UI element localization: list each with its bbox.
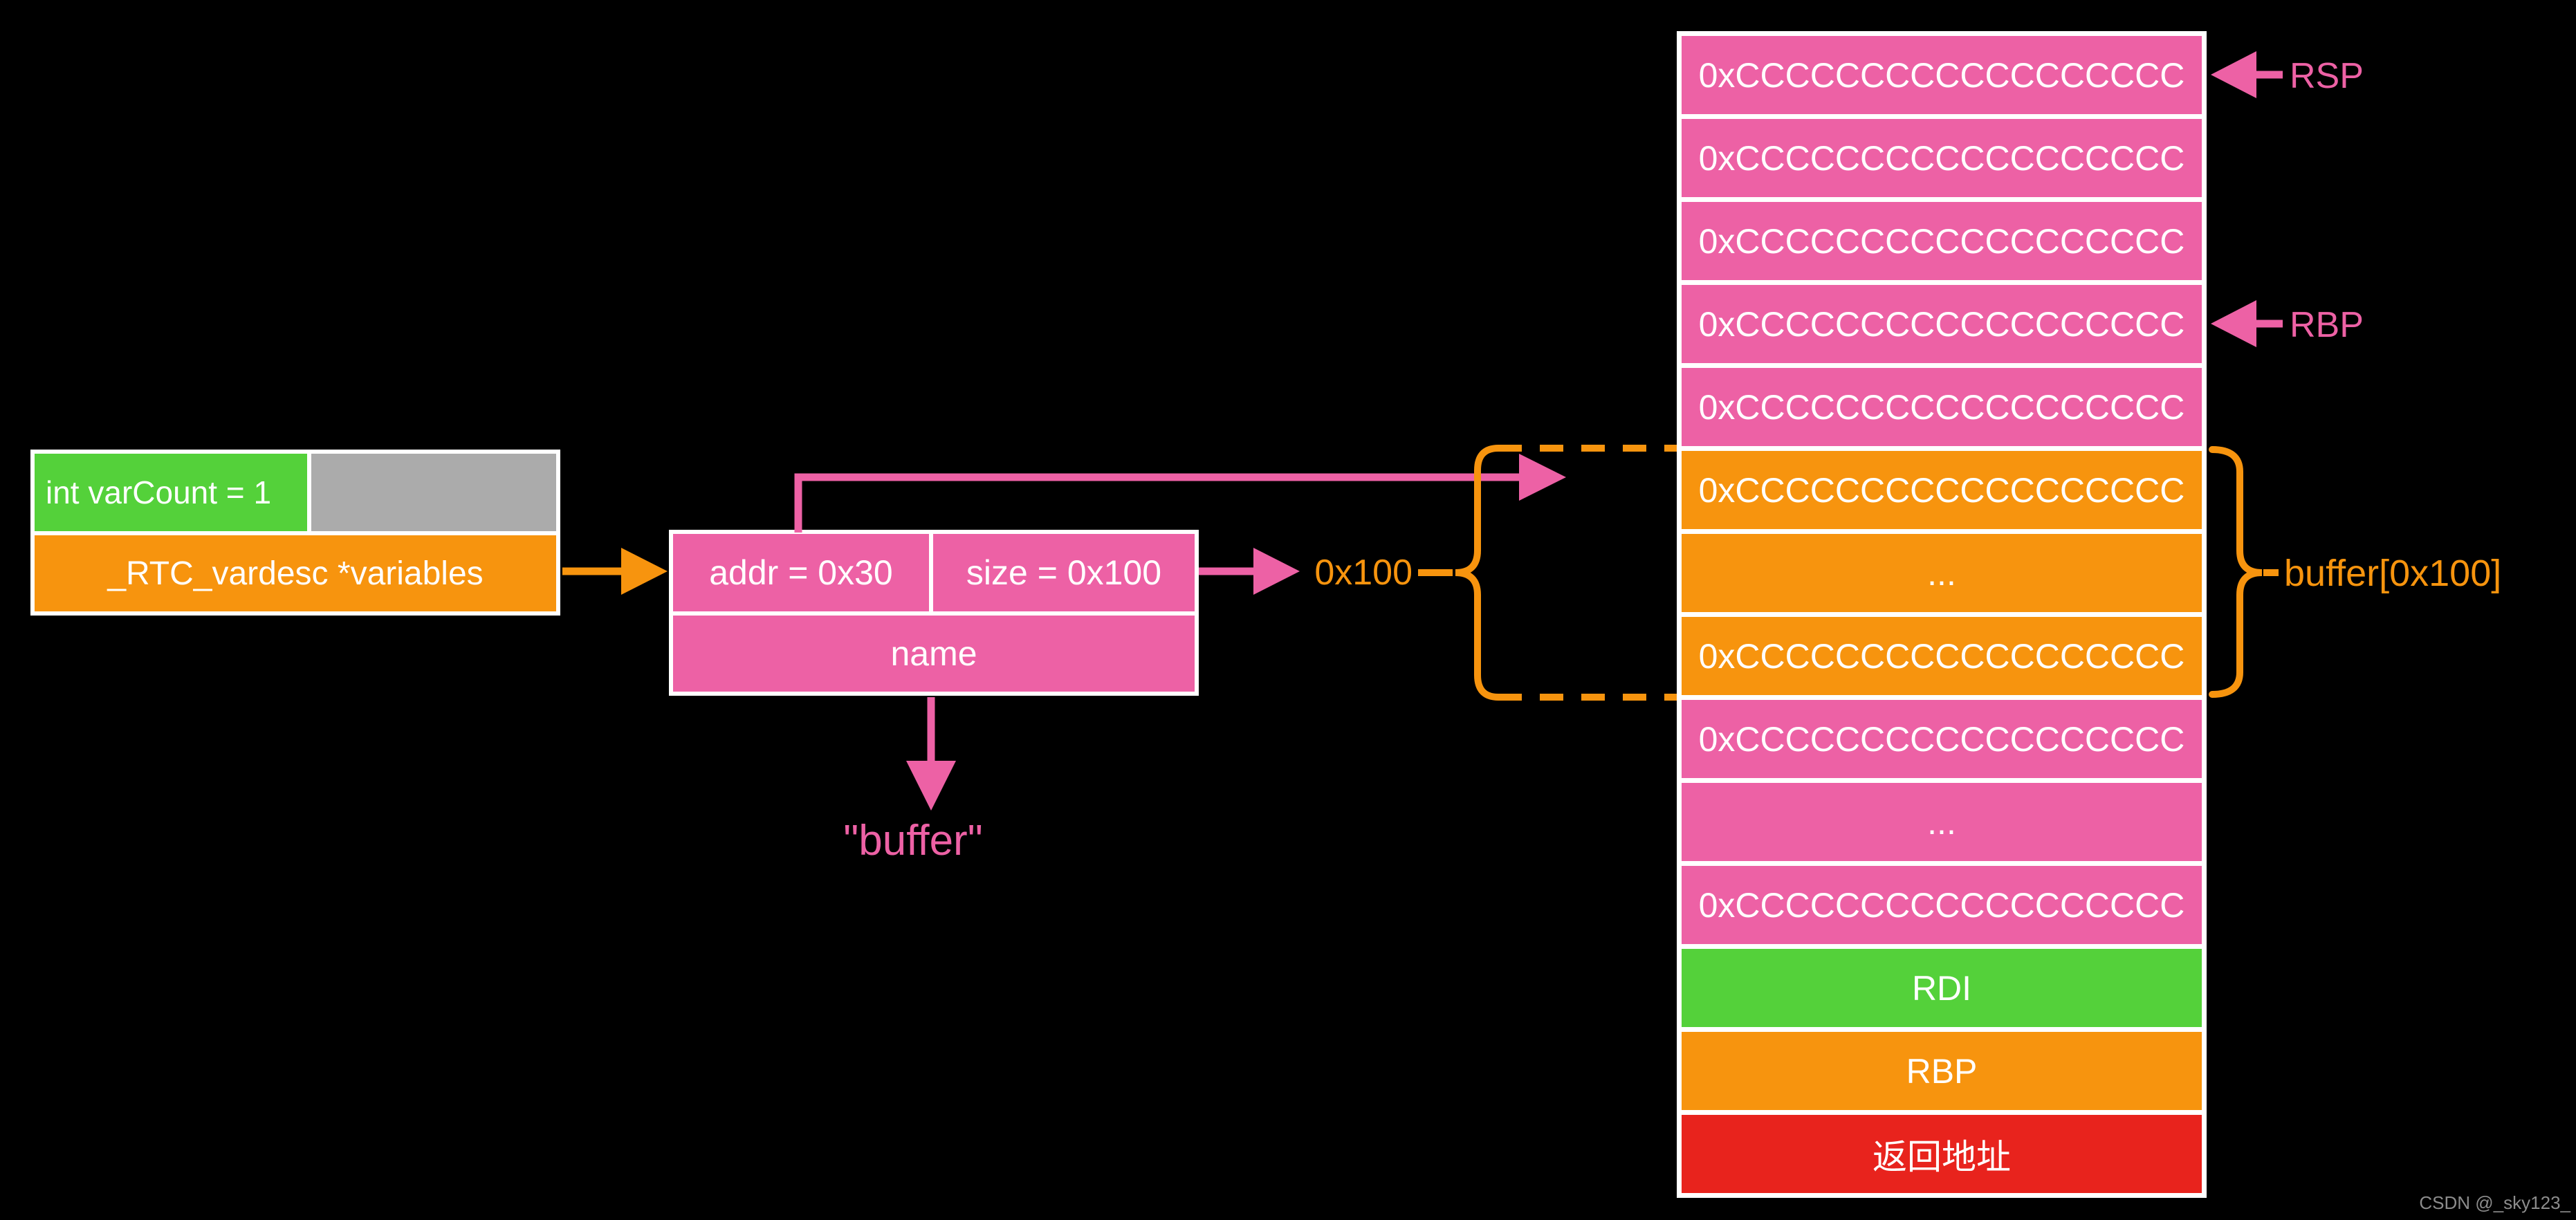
variables-pointer-cell: _RTC_vardesc *variables — [35, 535, 556, 611]
stack-row: 0xCCCCCCCCCCCCCCCCCC — [1682, 617, 2202, 695]
buffer-range-label: buffer[0x100] — [2284, 553, 2502, 594]
addr-label: addr = 0x30 — [709, 553, 893, 592]
variables-to-vardesc-arrow — [562, 548, 668, 595]
name-label: name — [890, 634, 977, 673]
stack-row-text: RDI — [1911, 968, 1972, 1008]
size-cell: size = 0x100 — [933, 534, 1195, 611]
stack-row: 0xCCCCCCCCCCCCCCCCCC — [1682, 700, 2202, 778]
var-count-cell: int varCount = 1 — [35, 454, 307, 531]
vardesc-struct-box: addr = 0x30 size = 0x100 name — [669, 530, 1199, 696]
var-table-top-row: int varCount = 1 — [35, 454, 556, 531]
size-to-0x100-arrow — [1199, 548, 1300, 595]
stack-row: 0xCCCCCCCCCCCCCCCCCC — [1682, 202, 2202, 280]
vardesc-top-row: addr = 0x30 size = 0x100 — [673, 534, 1195, 611]
stack-row-text: 返回地址 — [1873, 1137, 2011, 1176]
name-value-label: "buffer" — [843, 817, 983, 865]
stack-row: 0xCCCCCCCCCCCCCCCCCC — [1682, 119, 2202, 197]
var-table: int varCount = 1 _RTC_vardesc *variables — [30, 450, 560, 616]
stack-row: RDI — [1682, 949, 2202, 1027]
padding-cell — [311, 454, 556, 531]
stack-row-text: 0xCCCCCCCCCCCCCCCCCC — [1698, 304, 2185, 344]
stack-row-text: 0xCCCCCCCCCCCCCCCCCC — [1698, 885, 2185, 925]
size-value-label: 0x100 — [1314, 553, 1413, 593]
stack-row-text: 0xCCCCCCCCCCCCCCCCCC — [1698, 55, 2185, 95]
stack-column: 0xCCCCCCCCCCCCCCCCCC 0xCCCCCCCCCCCCCCCCC… — [1677, 31, 2207, 1198]
variables-pointer-label: _RTC_vardesc *variables — [107, 555, 484, 592]
stack-row-text: 0xCCCCCCCCCCCCCCCCCC — [1698, 221, 2185, 261]
stack-row-text: 0xCCCCCCCCCCCCCCCCCC — [1698, 470, 2185, 510]
var-table-bottom-row: _RTC_vardesc *variables — [35, 535, 556, 611]
name-to-buffer-string-arrow — [906, 697, 956, 811]
stack-row: 0xCCCCCCCCCCCCCCCCCC — [1682, 285, 2202, 363]
rbp-arrow — [2211, 300, 2283, 347]
stack-row-text: ... — [1927, 802, 1956, 842]
rsp-arrow — [2211, 51, 2283, 98]
stack-row: 0xCCCCCCCCCCCCCCCCCC — [1682, 36, 2202, 114]
stack-row-text: RBP — [1906, 1051, 1978, 1091]
addr-to-buffer-arrow — [794, 454, 1566, 533]
stack-row-text: 0xCCCCCCCCCCCCCCCCCC — [1698, 719, 2185, 759]
stack-row: ... — [1682, 534, 2202, 612]
stack-row: RBP — [1682, 1032, 2202, 1110]
stack-row: 0xCCCCCCCCCCCCCCCCCC — [1682, 368, 2202, 446]
stack-row-text: 0xCCCCCCCCCCCCCCCCCC — [1698, 138, 2185, 178]
size-label: size = 0x100 — [966, 553, 1162, 592]
stack-row: 返回地址 — [1682, 1115, 2202, 1193]
stack-row-text: ... — [1927, 553, 1956, 593]
var-count-label: int varCount = 1 — [46, 474, 272, 510]
stack-row-text: 0xCCCCCCCCCCCCCCCCCC — [1698, 387, 2185, 427]
stack-row: 0xCCCCCCCCCCCCCCCCCC — [1682, 451, 2202, 529]
name-cell: name — [673, 616, 1195, 692]
stack-row: 0xCCCCCCCCCCCCCCCCCC — [1682, 866, 2202, 944]
stack-row-text: 0xCCCCCCCCCCCCCCCCCC — [1698, 636, 2185, 676]
watermark: CSDN @_sky123_ — [2419, 1192, 2570, 1213]
vardesc-bottom-row: name — [673, 616, 1195, 692]
addr-cell: addr = 0x30 — [673, 534, 929, 611]
buffer-range-brace — [2209, 446, 2279, 698]
rsp-label: RSP — [2290, 56, 2364, 96]
size-span-bracket — [1418, 445, 1677, 701]
stack-row: ... — [1682, 783, 2202, 861]
rbp-label: RBP — [2290, 305, 2364, 345]
